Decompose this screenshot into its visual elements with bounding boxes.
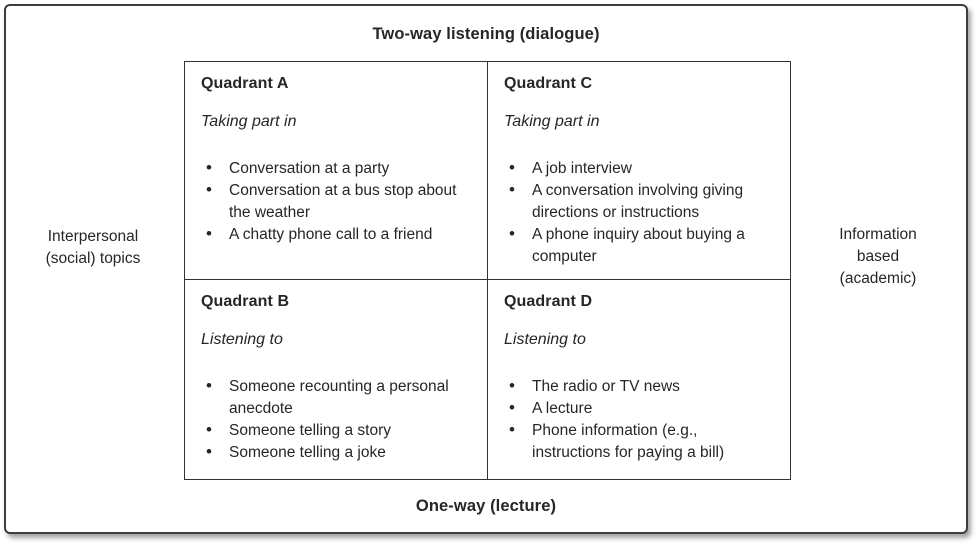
quadrant-b-list: Someone recounting a personal anecdote S… (201, 375, 471, 464)
quadrant-b-lead: Listening to (201, 331, 283, 348)
list-item: Someone telling a story (201, 419, 471, 442)
axis-label-bottom: One-way (lecture) (415, 497, 557, 515)
quadrant-d-lead: Listening to (504, 331, 586, 348)
quadrant-a-lead: Taking part in (201, 113, 297, 130)
list-item: Phone information (e.g., instructions fo… (504, 419, 774, 464)
quadrant-c: Quadrant C Taking part in A job intervie… (488, 62, 790, 280)
axis-label-right: Information based (academic) (839, 226, 917, 287)
axis-label-left: Interpersonal (social) topics (45, 228, 141, 267)
list-item: A job interview (504, 157, 774, 180)
quadrant-d-title: Quadrant D (504, 293, 593, 310)
quadrant-c-list: A job interview A conversation involving… (504, 157, 774, 268)
list-item: Someone recounting a personal anecdote (201, 375, 471, 420)
figure-frame: Two-way listening (dialogue) Interperson… (4, 4, 968, 534)
list-item: A chatty phone call to a friend (201, 223, 471, 246)
quadrant-d-list: The radio or TV news A lecture Phone inf… (504, 375, 774, 464)
list-item: Conversation at a bus stop about the wea… (201, 179, 471, 224)
list-item: Conversation at a party (201, 157, 471, 180)
quadrant-c-lead: Taking part in (504, 113, 600, 130)
quadrant-d: Quadrant D Listening to The radio or TV … (488, 280, 790, 479)
list-item: The radio or TV news (504, 375, 774, 398)
quadrant-b-title: Quadrant B (201, 293, 290, 310)
list-item: A lecture (504, 397, 774, 420)
list-item: Someone telling a joke (201, 441, 471, 464)
quadrant-matrix: Quadrant A Taking part in Conversation a… (184, 61, 791, 480)
axis-label-top: Two-way listening (dialogue) (372, 25, 600, 43)
quadrant-a-title: Quadrant A (201, 75, 289, 92)
list-item: A phone inquiry about buying a computer (504, 223, 774, 268)
quadrant-b: Quadrant B Listening to Someone recounti… (185, 280, 488, 479)
quadrant-a-list: Conversation at a party Conversation at … (201, 157, 471, 246)
quadrant-a: Quadrant A Taking part in Conversation a… (185, 62, 488, 280)
list-item: A conversation involving giving directio… (504, 179, 774, 224)
quadrant-c-title: Quadrant C (504, 75, 593, 92)
